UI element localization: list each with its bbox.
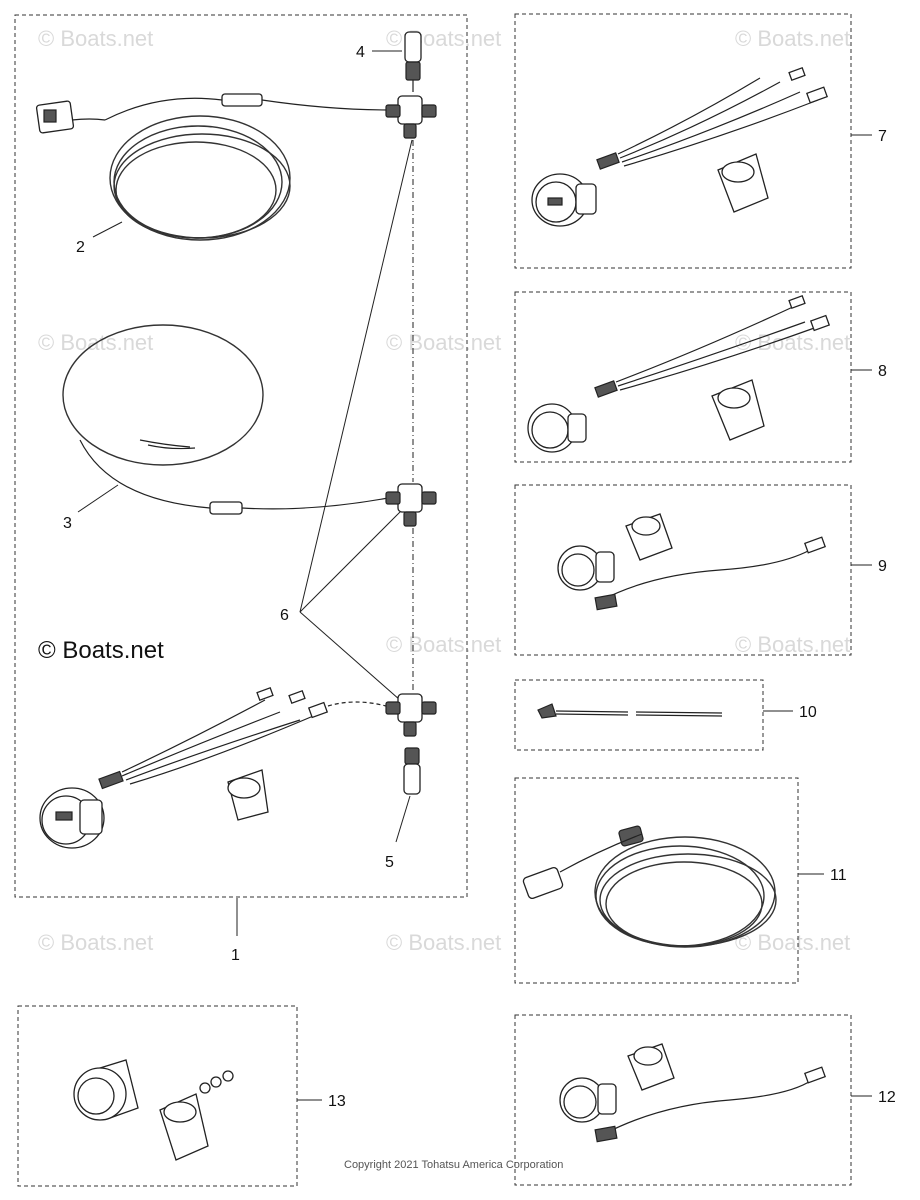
kit-box-7 <box>514 13 852 269</box>
watermark: © Boats.net <box>38 26 153 51</box>
cable-assembly-2 <box>35 93 391 241</box>
callout-13: 13 <box>328 1093 346 1110</box>
t-connector-top <box>385 95 437 139</box>
callout-8: 8 <box>878 363 887 380</box>
callout-7: 7 <box>878 128 887 145</box>
leader-6 <box>299 139 413 613</box>
watermark-main: © Boats.net <box>38 637 164 664</box>
leader-5 <box>395 795 411 843</box>
callout-4: 4 <box>356 44 365 61</box>
callout-3: 3 <box>63 515 72 532</box>
cable-assembly-3 <box>62 324 389 515</box>
kit-box-9 <box>514 484 852 656</box>
t-connector-middle <box>385 483 437 527</box>
t-connector-bottom <box>385 693 437 737</box>
callout-10: 10 <box>799 704 817 721</box>
watermarks: © Boats.net © Boats.net © Boats.net © Bo… <box>38 26 850 955</box>
leader-2 <box>92 221 123 238</box>
watermark: © Boats.net <box>386 26 501 51</box>
watermark: © Boats.net <box>735 632 850 657</box>
callout-12: 12 <box>878 1089 896 1106</box>
kit-box-11 <box>514 777 799 984</box>
gauge-harness-12 <box>559 1043 827 1143</box>
kit-box-10 <box>514 679 764 751</box>
copyright-text: Copyright 2021 Tohatsu America Corporati… <box>344 1159 563 1171</box>
watermark: © Boats.net <box>735 26 850 51</box>
gauge-13 <box>73 1059 234 1161</box>
callout-2: 2 <box>76 239 85 256</box>
sensor-10 <box>537 703 723 719</box>
kit-box-13 <box>17 1005 298 1187</box>
watermark: © Boats.net <box>735 930 850 955</box>
watermark: © Boats.net <box>386 330 501 355</box>
watermark: © Boats.net <box>735 330 850 355</box>
gauge-harness-9 <box>557 513 827 611</box>
extension-cable-11 <box>522 825 777 948</box>
watermark: © Boats.net <box>386 930 501 955</box>
watermark: © Boats.net <box>386 632 501 657</box>
kit-box-12 <box>514 1014 852 1186</box>
terminator-5 <box>403 747 421 795</box>
gauge-harness-8 <box>527 295 831 453</box>
callout-1: 1 <box>231 947 240 964</box>
leader-6 <box>299 511 401 613</box>
gauge-harness-7 <box>531 67 829 227</box>
callout-6: 6 <box>280 607 289 624</box>
kit-box-8 <box>514 291 852 463</box>
callout-11: 11 <box>830 867 847 884</box>
callout-5: 5 <box>385 854 394 871</box>
kit-box-1 <box>14 14 468 898</box>
callout-9: 9 <box>878 558 887 575</box>
terminator-4 <box>404 31 422 92</box>
watermark: © Boats.net <box>38 930 153 955</box>
leader-6 <box>299 611 401 701</box>
leader-3 <box>77 484 119 513</box>
gauge-harness-kit <box>39 687 387 849</box>
